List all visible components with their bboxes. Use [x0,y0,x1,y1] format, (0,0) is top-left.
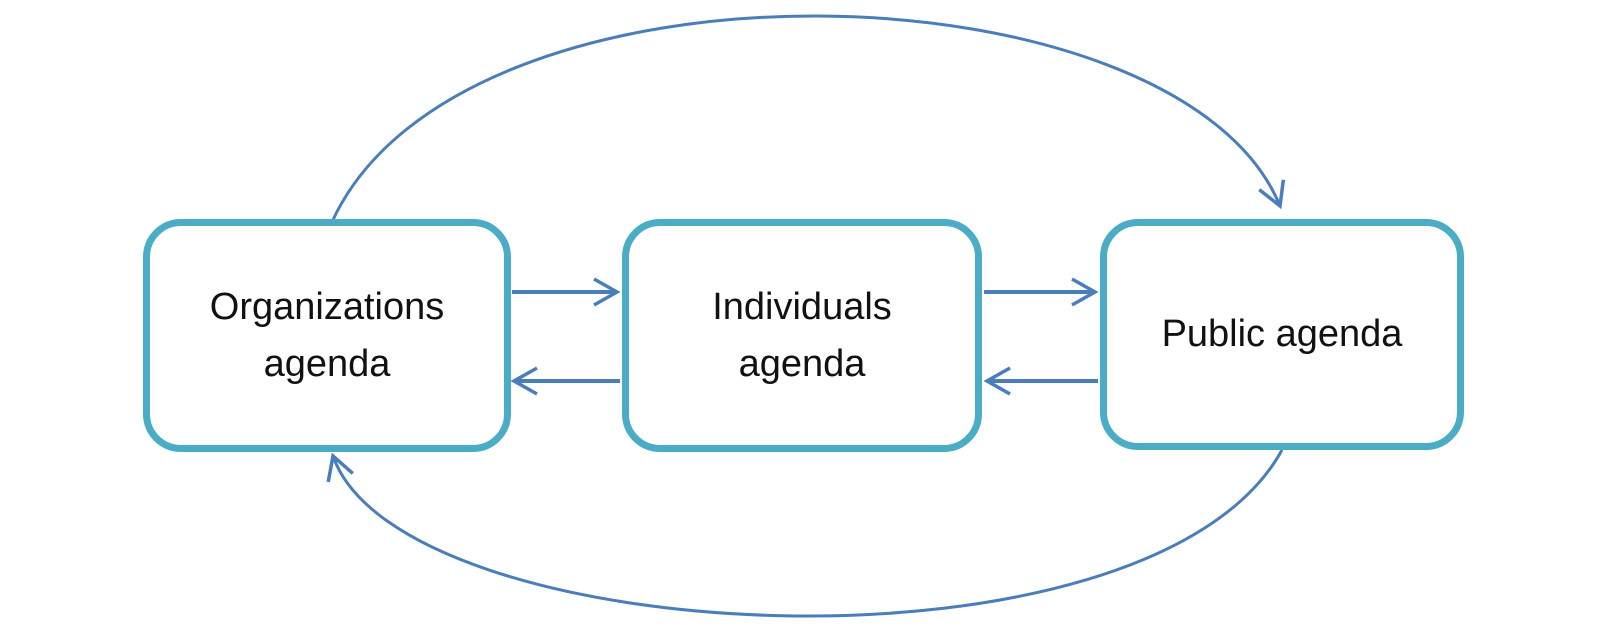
edge-public-to-organizations-bottom-arc [326,449,1284,618]
edge-organizations-to-public-top-arc [330,14,1286,223]
node-individuals-agenda-label: Individuals agenda [712,285,892,385]
node-individuals-agenda: Individuals agenda [622,219,982,452]
node-organizations-agenda-label: Organizations agenda [209,285,445,385]
node-organizations-agenda: Organizations agenda [143,219,511,452]
node-public-agenda-label: Public agenda [1161,313,1403,355]
node-public-agenda: Public agenda [1100,219,1464,450]
